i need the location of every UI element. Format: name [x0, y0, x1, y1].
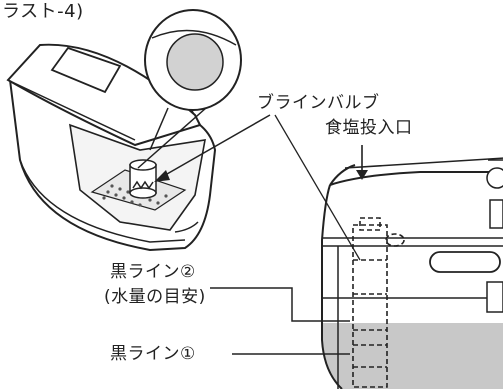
- softener-side-view: [321, 157, 503, 389]
- black-line-2-leader: [210, 287, 350, 322]
- black-line-1-label: 黒ライン①: [110, 344, 196, 364]
- brine-valve-leader: [159, 114, 271, 179]
- salt-inlet-label: 食塩投入口: [325, 118, 413, 138]
- salt-inlet-arrowhead: [356, 170, 368, 180]
- magnifier-bubble: [137, 9, 242, 169]
- water-level: [322, 323, 503, 389]
- display-window: [50, 46, 122, 94]
- softener-open-view: [6, 43, 217, 252]
- brine-valve-arrowhead: [154, 170, 170, 182]
- brine-valve-small: [129, 159, 157, 199]
- black-line-2-label: 黒ライン②: [110, 262, 196, 282]
- brine-valve-leader-2: [274, 114, 361, 261]
- water-level-guide-label: (水量の目安): [104, 287, 206, 307]
- caption-fragment: ラスト-4): [2, 1, 84, 22]
- brine-valve-dashed: [352, 217, 405, 388]
- brine-valve-label: ブラインバルブ: [257, 93, 380, 113]
- perforation-dots: [102, 184, 168, 207]
